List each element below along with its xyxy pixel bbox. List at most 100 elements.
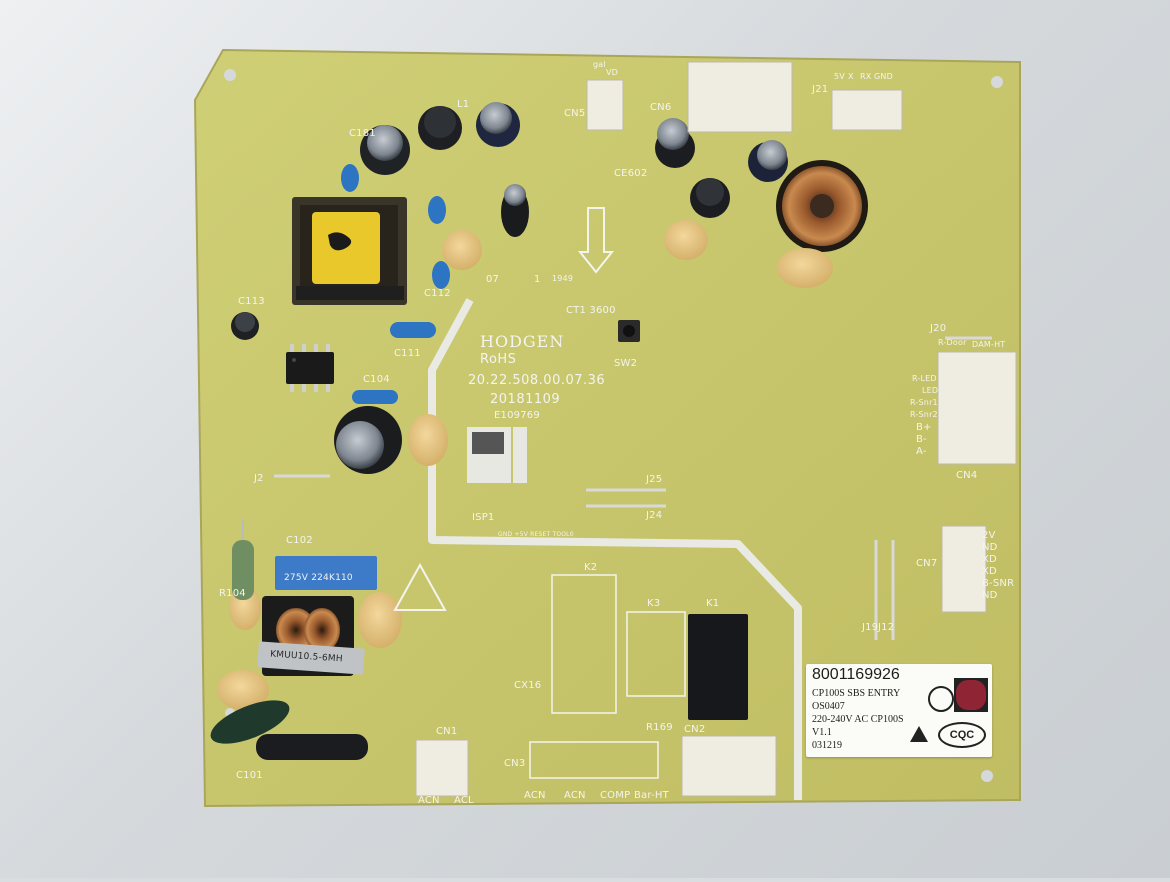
board-part-code: 20.22.508.00.07.36 (468, 373, 606, 388)
recycle-icon (928, 686, 954, 712)
varistor (210, 700, 290, 744)
cn1-pin-1: ACN (418, 795, 440, 806)
cn3-outline (529, 741, 659, 779)
common-mode-choke (257, 596, 365, 676)
ref-c181: C181 (349, 128, 376, 139)
ref-c102: C102 (286, 535, 313, 546)
ref-k2: K2 (584, 562, 598, 573)
ref-sw2: SW2 (614, 358, 638, 369)
cn7-pin-4: XD (982, 566, 997, 577)
cn7-pin-5: B-SNR (982, 578, 1015, 589)
cn4-pin-9: A- (916, 446, 927, 457)
ceramic-capacitors (341, 164, 450, 404)
ref-cn2: CN2 (684, 724, 706, 735)
isp-pins: GND +5V RESET TOOL0 (498, 531, 574, 538)
electrolytic-capacitors (231, 102, 788, 474)
cn4-pin-5: R-Snr1 (910, 398, 938, 407)
cn4-pin-6: R-Snr2 (910, 410, 938, 419)
cn4-pin-4: LED (922, 386, 939, 395)
ic-chip (286, 344, 334, 392)
date-stamp-day: 1 (534, 274, 541, 285)
ref-c112: C112 (424, 288, 451, 299)
label-line-5: 031219 (812, 740, 842, 751)
cn7-pin-3: XD (982, 554, 997, 565)
label-part-number: 8001169926 (812, 666, 900, 683)
cn3-pin-3: COMP (600, 790, 631, 801)
ref-cn4: CN4 (956, 470, 978, 481)
transformer (292, 197, 407, 305)
label-line-4: V1.1 (812, 727, 832, 738)
ref-j2: J2 (254, 473, 264, 484)
x2-capacitor (275, 556, 377, 590)
ref-c104: C104 (363, 374, 390, 385)
product-label: 8001169926 CP100S SBS ENTRY OS0407 220-2… (806, 664, 992, 757)
ref-j20: J20 (930, 323, 947, 334)
ct-text: CT1 3600 (566, 305, 616, 316)
j21-pin-2: X (848, 72, 854, 81)
ref-ce602: CE602 (614, 168, 648, 179)
toroid-inductor (776, 160, 868, 252)
ref-j21: J21 (812, 84, 829, 95)
ul-code: E109769 (494, 410, 540, 421)
warning-triangle-icon (910, 726, 928, 742)
ref-r104: R104 (219, 588, 246, 599)
j21-pin-3: RX (860, 72, 872, 81)
mount-hole (224, 69, 236, 81)
j21-pin-4: GND (874, 72, 893, 81)
cqc-mark: CQC (938, 722, 986, 748)
tact-switch (618, 320, 640, 342)
cn3-pin-2: ACN (564, 790, 586, 801)
cn7-pin-6: ND (982, 590, 998, 601)
date-stamp-week: 07 (486, 274, 500, 285)
board-qr-sticker (467, 427, 527, 483)
brand-logo: HODGEN (480, 332, 565, 351)
resistor-r104 (232, 520, 254, 600)
jumpers (274, 336, 992, 640)
cn7-pin-1: 2V (982, 530, 996, 541)
cn4-pin-2: DAM-HT (972, 340, 1006, 349)
ref-cn7: CN7 (916, 558, 938, 569)
connectors (415, 61, 1017, 797)
ref-cn3: CN3 (504, 758, 526, 769)
ref-k3: K3 (647, 598, 661, 609)
date-stamp-year: 1949 (552, 274, 574, 283)
ref-cn1: CN1 (436, 726, 458, 737)
label-line-1: CP100S SBS ENTRY (812, 688, 901, 699)
ref-c101: C101 (236, 770, 263, 781)
ref-r169: R169 (646, 722, 673, 733)
ref-j25: J25 (646, 474, 663, 485)
ref-cx16: CX16 (514, 680, 542, 691)
ref-isp1: ISP1 (472, 512, 495, 523)
cn5-pin-1: gal (593, 60, 606, 69)
label-line-2: OS0407 (812, 701, 845, 712)
cn3-pin-4: Bar-HT (634, 790, 669, 801)
ref-c113: C113 (238, 296, 265, 307)
cn4-pin-7: B+ (916, 422, 932, 433)
ref-cn6: CN6 (650, 102, 672, 113)
relay-k1 (688, 614, 748, 720)
rohs-mark: RoHS (480, 352, 517, 367)
k2-outline (551, 574, 617, 714)
cn4-pin-1: R-Door (938, 338, 967, 347)
cn4-pin-8: B- (916, 434, 927, 445)
cn1-pin-2: ACL (454, 795, 474, 806)
esd-warning (393, 562, 447, 611)
mount-hole (981, 770, 993, 782)
j21-pin-1: 5V (834, 72, 845, 81)
ref-cn5: CN5 (564, 108, 586, 119)
ref-j12: J12 (878, 622, 895, 633)
mount-hole (991, 76, 1003, 88)
cn3-pin-1: ACN (524, 790, 546, 801)
board-date-code: 20181109 (490, 392, 561, 407)
ref-l1: L1 (457, 99, 470, 110)
fuse (256, 734, 368, 760)
red-stamp (956, 680, 986, 710)
ref-k1: K1 (706, 598, 720, 609)
cn7-pin-2: ND (982, 542, 998, 553)
ref-j19: J19 (862, 622, 879, 633)
isolation-slot (428, 298, 802, 800)
silk-arrow (577, 207, 615, 274)
ref-j24: J24 (646, 510, 663, 521)
